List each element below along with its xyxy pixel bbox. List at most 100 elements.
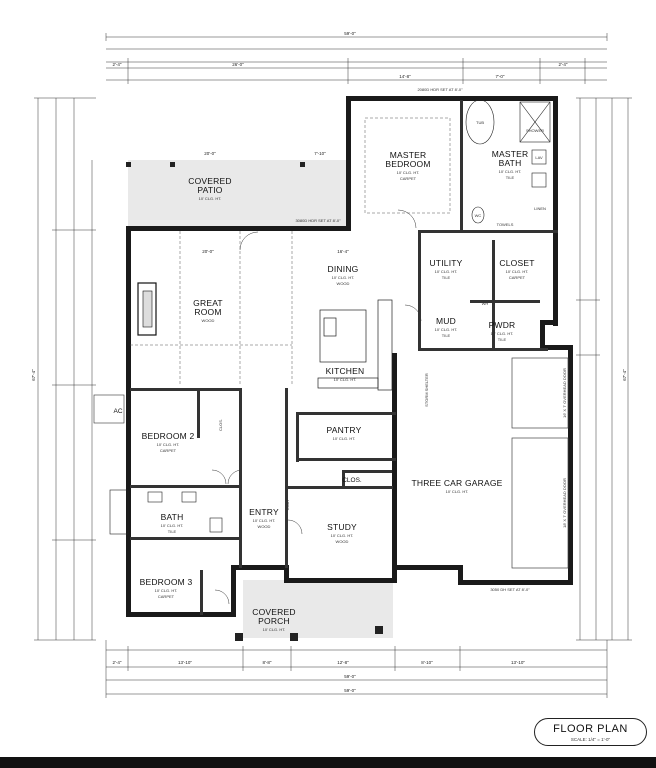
pantry-label: PANTRY (327, 425, 362, 435)
pwdr-ceiling: 10' CLG. HT. (491, 331, 514, 336)
patio-size-2: 7'-10" (314, 151, 326, 156)
overall-left-dimension: 67'-4" (31, 369, 36, 381)
great-room-size: 20'-0" (202, 249, 214, 254)
bottom-segment-6: 13'-10" (511, 660, 525, 665)
covered-porch-ceiling: 10' CLG. HT. (263, 627, 286, 632)
great-room-label-2: ROOM (194, 307, 221, 317)
master-bedroom-floor: CARPET (400, 176, 417, 181)
master-bath-floor: TILE (506, 175, 515, 180)
lav-label: LAV (535, 155, 543, 160)
towels-label: TOWELS (497, 222, 514, 227)
mud-floor: TILE (442, 333, 451, 338)
mud-ceiling: 10' CLG. HT. (435, 327, 458, 332)
utility-floor: TILE (442, 275, 451, 280)
exterior-walls (126, 96, 573, 617)
study-label: STUDY (327, 522, 357, 532)
master-bath-fixtures (465, 99, 551, 224)
garage-door-note-1: 16' X 7' OVERHEAD DOOR (562, 368, 567, 418)
bottom-dimension-lines (105, 640, 608, 698)
great-room-label-1: GREAT (193, 298, 223, 308)
utility-label: UTILITY (429, 258, 462, 268)
coat-label: COAT (285, 499, 290, 510)
closet-label: CLOSET (499, 258, 534, 268)
master-bath-label-2: BATH (499, 158, 522, 168)
header-note-2: 3080D HDR SET AT 8'-0" (295, 218, 341, 223)
wc-label: WC (475, 213, 482, 218)
patio-size: 20'-0" (204, 151, 216, 156)
fireplace (137, 282, 157, 336)
dining-ceiling: 10' CLG. HT. (332, 275, 355, 280)
covered-patio-label-1: COVERED (188, 176, 231, 186)
exterior-items (93, 394, 125, 424)
bedroom-3-floor: CARPET (158, 594, 175, 599)
master-bath-label-1: MASTER (492, 149, 529, 159)
covered-porch-label-2: PORCH (258, 616, 290, 626)
patio-posts (126, 162, 383, 641)
bedroom-2-floor: CARPET (160, 448, 177, 453)
bath-floor: TILE (168, 529, 177, 534)
bottom-segment-2: 13'-10" (178, 660, 192, 665)
great-room-floor: WOOD (202, 318, 215, 323)
master-bedroom-ceiling: 10' CLG. HT. (397, 170, 420, 175)
utility-ceiling: 10' CLG. HT. (435, 269, 458, 274)
garage-label: THREE CAR GARAGE (411, 478, 502, 488)
closet-floor: CARPET (509, 275, 526, 280)
bottom-bar (0, 757, 656, 768)
top-dimension-lines (105, 33, 608, 84)
clos-side-label: CLOS. (218, 419, 223, 431)
kitchen-ceiling: 10' CLG. HT. (334, 377, 357, 382)
master-bedroom-label-1: MASTER (390, 150, 427, 160)
window-note-1: 3050 DH SET AT 8'-0" (490, 587, 530, 592)
door-swings (211, 209, 422, 605)
master-bath-ceiling: 10' CLG. HT. (499, 169, 522, 174)
overall-top-dimension: 59'-0" (344, 31, 356, 36)
clos-label: CLOS. (342, 477, 362, 484)
top-segment-1: 2'-4" (113, 62, 122, 67)
linen-label: LINEN (534, 206, 546, 211)
mud-label: MUD (436, 316, 456, 326)
hall-bath-fixtures (109, 489, 223, 535)
wh-label: WH (482, 301, 489, 306)
interior-walls (130, 100, 558, 615)
garage-ceiling: 10' CLG. HT. (446, 489, 469, 494)
drawing-scale: SCALE: 1/4" = 1'-0" (570, 737, 611, 742)
covered-porch-area (243, 580, 393, 638)
overall-bottom-dimension-1: 59'-0" (344, 674, 356, 679)
top-segment-2: 26'-0" (232, 62, 244, 67)
entry-ceiling: 10' CLG. HT. (253, 518, 276, 523)
study-floor: WOOD (336, 539, 349, 544)
ac-label: AC (113, 408, 122, 415)
drawing-title-block: FLOOR PLAN SCALE: 1/4" = 1'-0" (534, 718, 647, 746)
header-note-1: 2080D HDR SET AT 8'-0" (417, 87, 463, 92)
covered-patio-area (128, 160, 348, 228)
bath-ceiling: 10' CLG. HT. (161, 523, 184, 528)
kitchen-island (317, 299, 393, 391)
entry-label: ENTRY (249, 507, 279, 517)
pwdr-floor: TILE (498, 337, 507, 342)
bottom-segment-3: 8'-8" (263, 660, 272, 665)
bottom-segment-1: 2'-4" (113, 660, 122, 665)
shower-label: SHOWER (526, 128, 544, 133)
dining-label: DINING (328, 264, 359, 274)
drawing-title: FLOOR PLAN (553, 723, 628, 735)
closet-ceiling: 10' CLG. HT. (506, 269, 529, 274)
bottom-segment-4: 12'-8" (337, 660, 349, 665)
side-dimension-lines (34, 97, 632, 641)
pantry-ceiling: 10' CLG. HT. (333, 436, 356, 441)
storm-shelter-label: STORM SHELTER (424, 373, 429, 407)
study-ceiling: 10' CLG. HT. (331, 533, 354, 538)
overall-right-dimension: 67'-4" (622, 369, 627, 381)
master-bedroom-label-2: BEDROOM (385, 159, 430, 169)
overall-bottom-dimension-2: 59'-0" (344, 688, 356, 693)
bedroom-2-ceiling: 10' CLG. HT. (157, 442, 180, 447)
tub-label: TUB (476, 120, 484, 125)
covered-patio-ceiling: 10' CLG. HT. (199, 196, 222, 201)
garage-door-note-2: 18' X 7' OVERHEAD DOOR (562, 478, 567, 528)
pwdr-label: PWDR (489, 320, 516, 330)
garage-doors (511, 357, 569, 569)
top-segment-5: 2'-4" (559, 62, 568, 67)
kitchen-label: KITCHEN (326, 366, 365, 376)
bedroom-3-ceiling: 10' CLG. HT. (155, 588, 178, 593)
bedroom-2-label: BEDROOM 2 (142, 431, 195, 441)
